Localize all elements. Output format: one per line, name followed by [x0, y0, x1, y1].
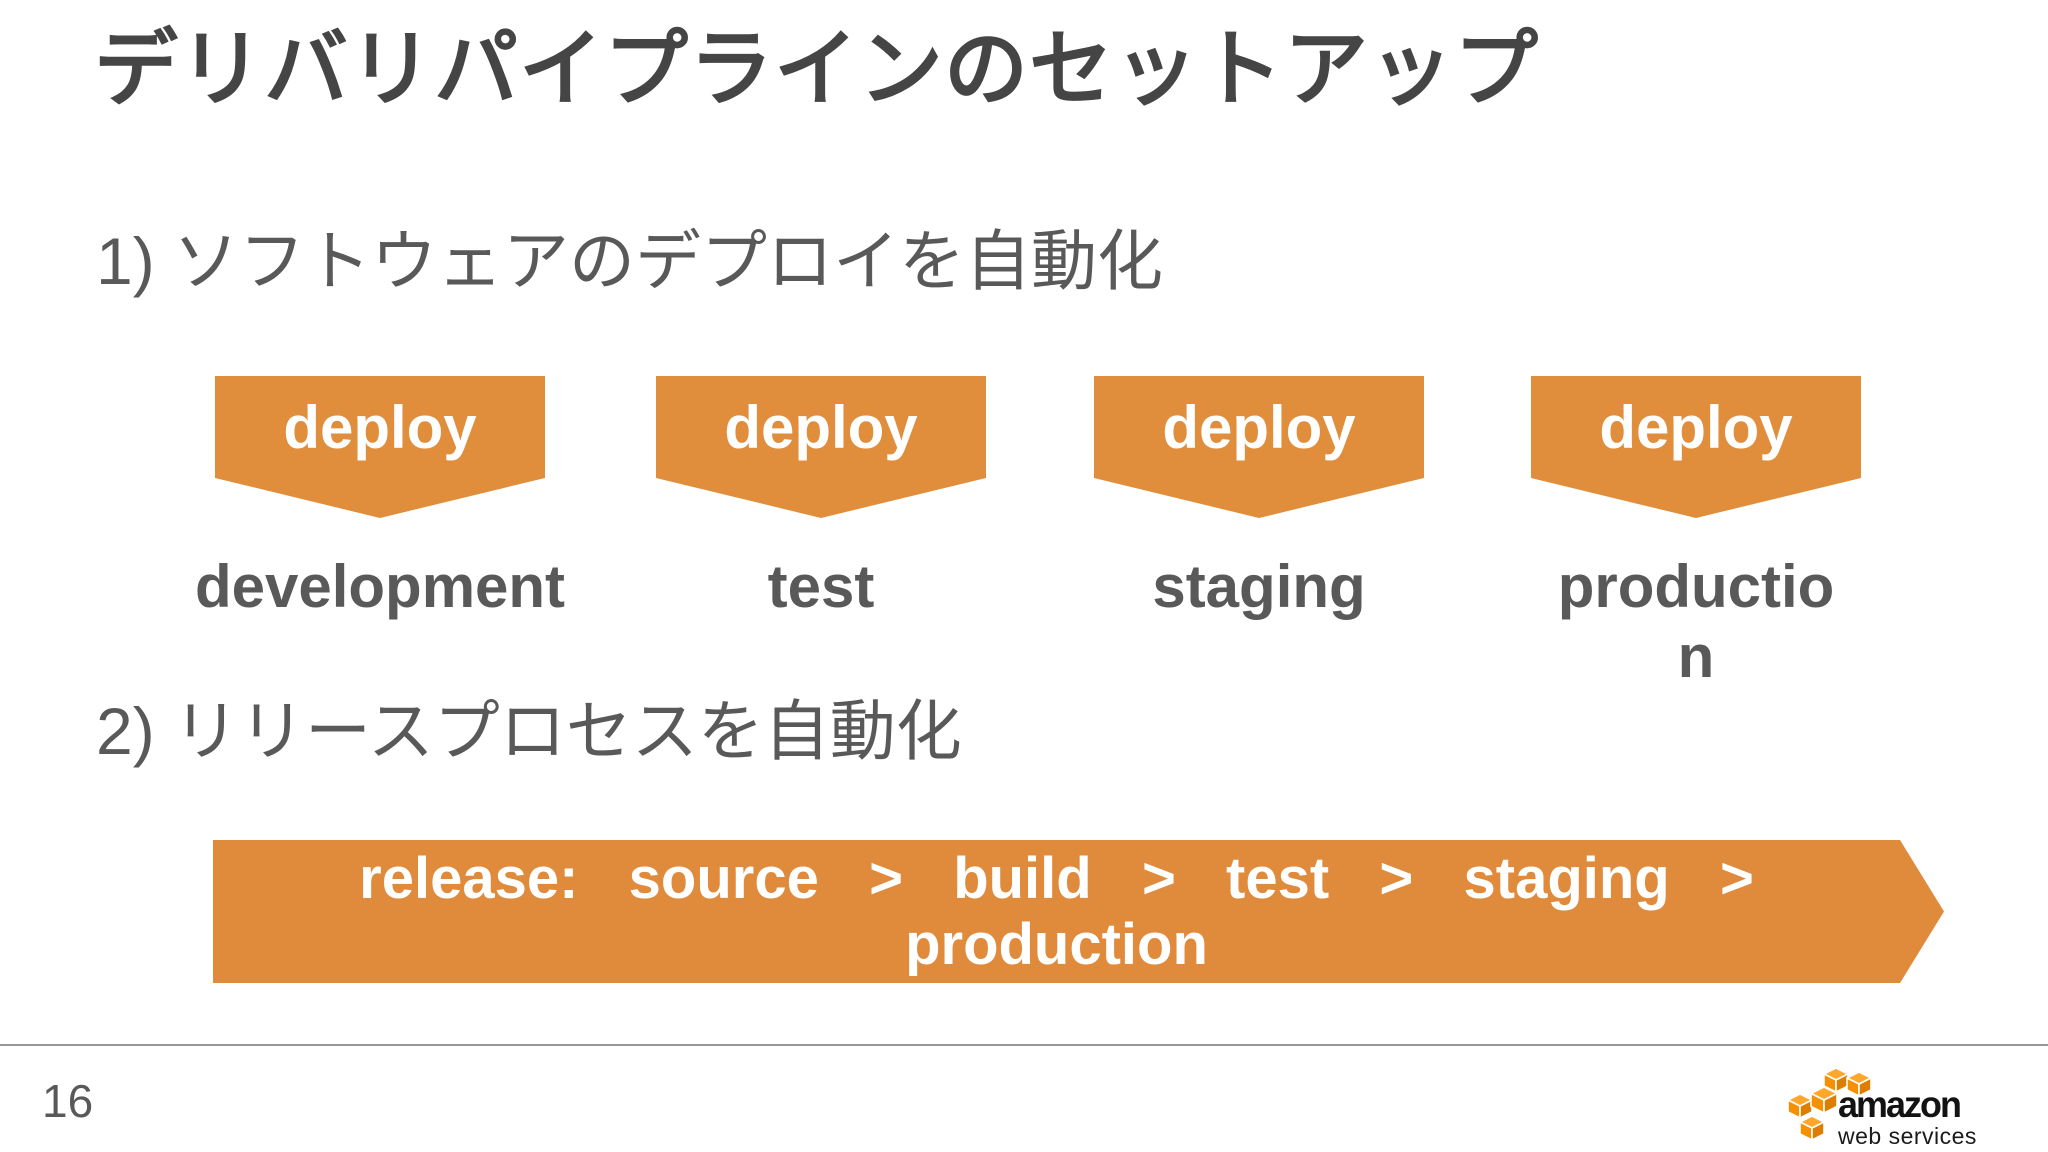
- deploy-pennant-production: deploy: [1531, 376, 1861, 518]
- aws-sub-text: web services: [1838, 1123, 1977, 1149]
- env-label-staging: staging: [1152, 553, 1366, 620]
- list-item-2: 2) リリースプロセスを自動化: [96, 694, 962, 768]
- slide-title: デリバリパイプラインのセットアップ: [94, 22, 1540, 116]
- deploy-pennant-label: deploy: [724, 393, 918, 461]
- deploy-pennant-test: deploy: [656, 376, 986, 518]
- aws-logo: amazon web services: [1786, 1062, 1996, 1150]
- aws-wordmark: amazon web services: [1838, 1086, 1977, 1148]
- env-label-test: test: [767, 553, 875, 620]
- deploy-pennant-label: deploy: [283, 393, 477, 461]
- list-item-1: 1) ソフトウェアのデプロイを自動化: [96, 224, 1164, 298]
- release-arrow-text: release: source > build > test > staging…: [359, 846, 1754, 977]
- env-label-production: productio n: [1557, 553, 1835, 690]
- aws-brand-text: amazon: [1838, 1084, 1962, 1125]
- release-arrow-banner: release: source > build > test > staging…: [213, 840, 1944, 983]
- deploy-pennant-development: deploy: [215, 376, 545, 518]
- deploy-pennant-staging: deploy: [1094, 376, 1424, 518]
- aws-boxes-icon: [1787, 1067, 1872, 1141]
- footer-divider: [0, 1044, 2048, 1046]
- deploy-pennant-label: deploy: [1599, 393, 1793, 461]
- env-label-development: development: [194, 553, 566, 620]
- page-number: 16: [42, 1075, 94, 1127]
- deploy-pennant-label: deploy: [1162, 393, 1356, 461]
